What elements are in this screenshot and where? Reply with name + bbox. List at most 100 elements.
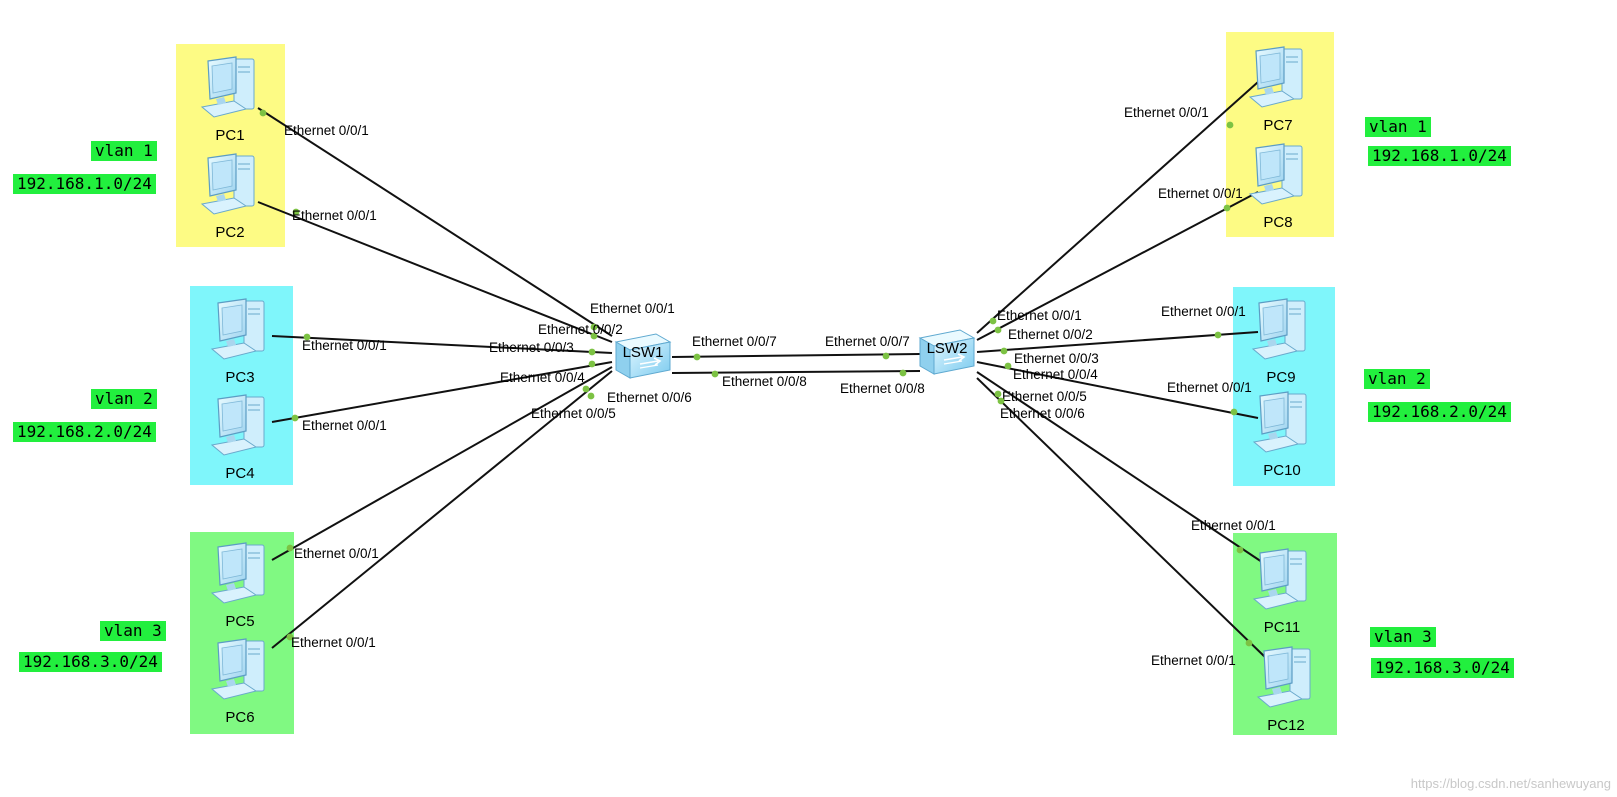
pc-label: PC10 — [1263, 462, 1301, 479]
port-dot — [588, 348, 596, 356]
computer-icon — [1249, 143, 1303, 205]
port-label: Ethernet 0/0/7 — [825, 334, 910, 349]
vlan-tag: vlan 1 — [1365, 117, 1431, 137]
port-label: Ethernet 0/0/4 — [1013, 367, 1098, 382]
pc-label: PC2 — [215, 224, 245, 241]
port-dot — [588, 360, 596, 368]
computer-icon — [1252, 298, 1306, 360]
pc-node[interactable]: PC10 — [1242, 390, 1322, 480]
pc-label: PC3 — [225, 369, 255, 386]
pc-label: PC9 — [1266, 369, 1296, 386]
port-label: Ethernet 0/0/8 — [722, 374, 807, 389]
link-cable — [271, 335, 613, 354]
port-label: Ethernet 0/0/1 — [997, 308, 1082, 323]
port-dot — [989, 317, 997, 325]
port-label: Ethernet 0/0/1 — [1151, 653, 1236, 668]
port-label: Ethernet 0/0/1 — [302, 338, 387, 353]
link-cable — [671, 353, 921, 358]
computer-icon — [1249, 46, 1303, 108]
port-label: Ethernet 0/0/2 — [538, 322, 623, 337]
pc-node[interactable]: PC1 — [190, 55, 270, 145]
pc-node[interactable]: PC7 — [1238, 45, 1318, 135]
port-dot — [582, 385, 590, 393]
port-label: Ethernet 0/0/1 — [292, 208, 377, 223]
port-label: Ethernet 0/0/7 — [692, 334, 777, 349]
port-dot — [590, 323, 598, 331]
port-dot — [292, 208, 300, 216]
subnet-tag: 192.168.1.0/24 — [13, 174, 156, 194]
port-label: Ethernet 0/0/1 — [294, 546, 379, 561]
port-label: Ethernet 0/0/1 — [284, 123, 369, 138]
port-label: Ethernet 0/0/3 — [1014, 351, 1099, 366]
port-label: Ethernet 0/0/4 — [500, 370, 585, 385]
port-dot — [994, 390, 1002, 398]
pc-node[interactable]: PC4 — [200, 393, 280, 483]
link-cable — [976, 361, 1259, 419]
port-dot — [286, 544, 294, 552]
pc-node[interactable]: PC6 — [200, 637, 280, 727]
link-cable — [271, 361, 613, 423]
port-label: Ethernet 0/0/1 — [1124, 105, 1209, 120]
computer-icon — [211, 638, 265, 700]
pc-node[interactable]: PC12 — [1246, 645, 1326, 735]
pc-label: PC8 — [1263, 214, 1293, 231]
port-dot — [291, 414, 299, 422]
port-dot — [997, 397, 1005, 405]
pc-label: PC7 — [1263, 117, 1293, 134]
port-dot — [1223, 204, 1231, 212]
pc-label: PC11 — [1263, 619, 1301, 636]
link-cable — [976, 191, 1259, 341]
pc-node[interactable]: PC9 — [1241, 297, 1321, 387]
subnet-tag: 192.168.2.0/24 — [13, 422, 156, 442]
pc-node[interactable]: PC3 — [200, 297, 280, 387]
port-label: Ethernet 0/0/1 — [1191, 518, 1276, 533]
port-label: Ethernet 0/0/5 — [531, 406, 616, 421]
port-dot — [259, 109, 267, 117]
computer-icon — [211, 394, 265, 456]
port-dot — [1004, 362, 1012, 370]
link-cable — [976, 331, 1259, 353]
port-dot — [693, 353, 701, 361]
pc-node[interactable]: PC8 — [1238, 142, 1318, 232]
port-label: Ethernet 0/0/1 — [1158, 186, 1243, 201]
computer-icon — [1257, 646, 1311, 708]
pc-label: PC4 — [225, 465, 255, 482]
link-cable — [976, 377, 1267, 659]
subnet-tag: 192.168.3.0/24 — [1371, 658, 1514, 678]
port-dot — [1214, 331, 1222, 339]
vlan-tag: vlan 2 — [91, 389, 157, 409]
port-dot — [882, 352, 890, 360]
port-label: Ethernet 0/0/6 — [607, 390, 692, 405]
pc-label: PC5 — [225, 613, 255, 630]
computer-icon — [1253, 391, 1307, 453]
port-dot — [1230, 408, 1238, 416]
vlan-tag: vlan 3 — [100, 621, 166, 641]
port-dot — [1000, 347, 1008, 355]
computer-icon — [1253, 548, 1307, 610]
port-label: Ethernet 0/0/2 — [1008, 327, 1093, 342]
link-cable — [271, 370, 613, 649]
port-label: Ethernet 0/0/1 — [302, 418, 387, 433]
computer-icon — [211, 542, 265, 604]
vlan-tag: vlan 3 — [1370, 627, 1436, 647]
switch-node[interactable]: LSW2 — [916, 326, 978, 378]
pc-node[interactable]: PC5 — [200, 541, 280, 631]
port-label: Ethernet 0/0/3 — [489, 340, 574, 355]
pc-node[interactable]: PC2 — [190, 152, 270, 242]
port-dot — [286, 633, 294, 641]
vlan-tag: vlan 2 — [1364, 369, 1430, 389]
port-label: Ethernet 0/0/1 — [1167, 380, 1252, 395]
link-cable — [671, 370, 921, 374]
port-dot — [994, 326, 1002, 334]
switch-node[interactable]: LSW1 — [612, 330, 674, 382]
port-label: Ethernet 0/0/6 — [1000, 406, 1085, 421]
computer-icon — [201, 56, 255, 118]
port-dot — [711, 370, 719, 378]
port-dot — [587, 392, 595, 400]
port-label: Ethernet 0/0/5 — [1002, 389, 1087, 404]
subnet-tag: 192.168.1.0/24 — [1368, 146, 1511, 166]
pc-node[interactable]: PC11 — [1242, 547, 1322, 637]
computer-icon — [201, 153, 255, 215]
link-cable — [257, 201, 613, 343]
